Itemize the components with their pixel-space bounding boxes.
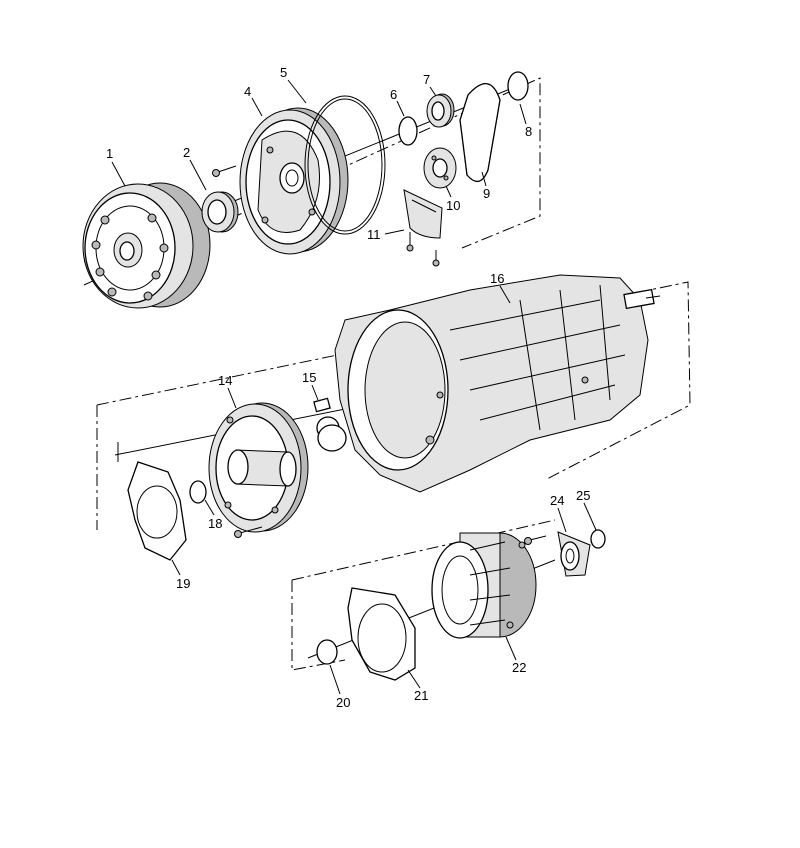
callout-8: 8: [525, 124, 532, 139]
callout-10: 10: [446, 198, 460, 213]
pump-gasket: [117, 442, 187, 561]
washer-25: [590, 529, 606, 549]
snap-ring-6: [398, 116, 418, 146]
callout-4: 4: [244, 84, 251, 99]
rear-support: [524, 531, 591, 577]
callout-20: 20: [336, 695, 350, 710]
snap-ring-8: [507, 71, 529, 101]
callout-21: 21: [414, 688, 428, 703]
callout-24: 24: [550, 493, 564, 508]
clutch-housing: [431, 532, 537, 639]
callout-25: 25: [576, 488, 590, 503]
callout-16: 16: [490, 271, 504, 286]
transmission-case: [334, 274, 661, 493]
torque-converter: [82, 182, 211, 309]
callout-18: 18: [208, 516, 222, 531]
snap-ring-18: [189, 480, 207, 504]
chain-guide: [403, 189, 443, 267]
front-seal: [201, 191, 239, 233]
callout-14: 14: [218, 373, 232, 388]
callout-2: 2: [183, 145, 190, 160]
callout-11: 11: [367, 227, 381, 242]
bearing-7: [426, 93, 455, 128]
snap-ring-20: [316, 639, 338, 665]
cover-bolt: [212, 165, 237, 177]
callout-22: 22: [512, 660, 526, 675]
rear-gasket: [347, 587, 416, 681]
oil-pump: [208, 402, 309, 533]
callout-5: 5: [280, 65, 287, 80]
callout-19: 19: [176, 576, 190, 591]
callout-9: 9: [483, 186, 490, 201]
leader-lines: [111, 79, 597, 695]
large-o-ring: [304, 95, 386, 235]
drive-sprocket: [423, 147, 457, 189]
callout-1: 1: [106, 146, 113, 161]
callout-6: 6: [390, 87, 397, 102]
drive-chain: [459, 83, 501, 182]
callout-7: 7: [423, 72, 430, 87]
front-cover-housing: [239, 107, 349, 255]
callout-15: 15: [302, 370, 316, 385]
pump-bolt: [234, 526, 263, 538]
callout-labels: 1 2 4 5 6 7 8 9 10 11 14 15 16 18 19 20 …: [106, 65, 590, 710]
pump-seal-rings: [313, 397, 347, 452]
